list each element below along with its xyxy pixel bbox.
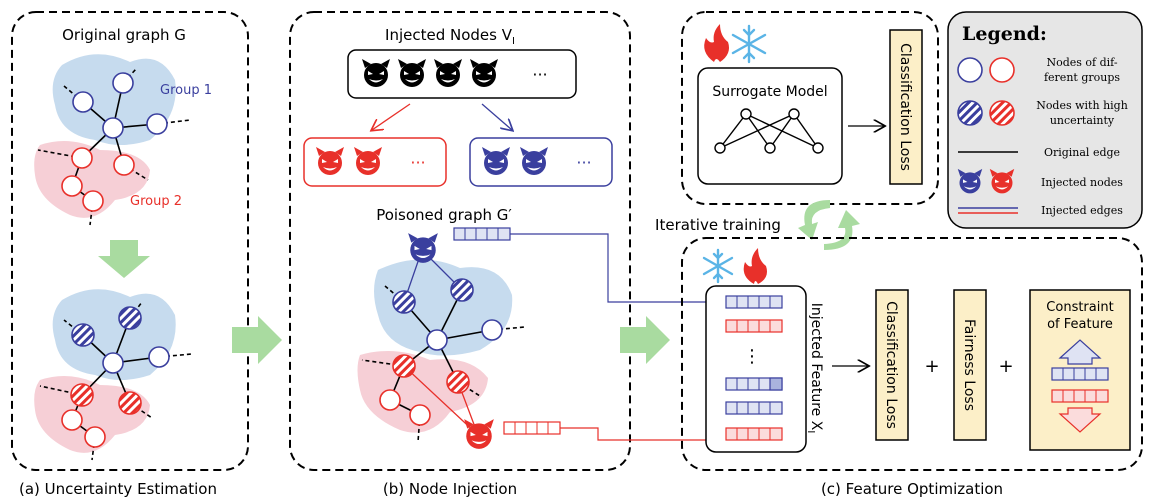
feature-row-blue-3 xyxy=(725,401,783,415)
legend-item-2-line1: Nodes with high xyxy=(1036,99,1128,112)
group2-region-bottom xyxy=(34,376,150,453)
feature-row-blue-1 xyxy=(725,295,783,309)
iterative-cycle-icon xyxy=(798,200,860,250)
group1-region-top xyxy=(52,54,176,145)
fire-icon xyxy=(704,24,729,62)
red-feature-link xyxy=(560,427,718,445)
down-arrow-icon xyxy=(98,240,150,278)
group1-region-bottom xyxy=(52,289,176,380)
injected-nodes-box xyxy=(347,49,577,99)
injected-nodes-ellipsis: ··· xyxy=(532,65,547,84)
original-graph-nodes xyxy=(61,72,168,212)
plus-2: + xyxy=(998,356,1013,377)
classification-loss-box xyxy=(875,289,909,441)
poisoned-group1-region xyxy=(374,259,513,356)
panel-a-frame xyxy=(11,11,249,471)
right-arrow-ab-icon xyxy=(232,316,282,364)
group1-label: Group 1 xyxy=(160,83,212,98)
legend-red-node-icon xyxy=(989,57,1015,83)
injected-feature-label: Injected Feature XI xyxy=(805,303,824,434)
snowflake-icon-2 xyxy=(702,248,734,284)
constraint-red-vector xyxy=(1051,389,1109,403)
classification-loss-label-top: Classification Loss xyxy=(897,43,913,171)
constraint-line1: Constraint xyxy=(1046,300,1113,315)
fire-icon-2 xyxy=(743,248,767,284)
constraint-down-arrow-icon xyxy=(1058,407,1102,433)
feature-row-red-2 xyxy=(725,427,783,441)
panel-b-caption: (b) Node Injection xyxy=(383,480,517,498)
classification-loss-box-top xyxy=(889,29,923,185)
red-ellipsis: ··· xyxy=(410,153,425,172)
classification-loss-label: Classification Loss xyxy=(883,301,899,429)
blue-feature-link xyxy=(510,233,718,307)
iterative-training-label: Iterative training xyxy=(655,216,781,234)
uncertainty-graph-nodes xyxy=(61,306,170,448)
plus-1: + xyxy=(924,356,939,377)
legend-item-1-line2: ferent groups xyxy=(1044,71,1120,84)
surrogate-model-label: Surrogate Model xyxy=(712,84,827,100)
constraint-line2: of Feature xyxy=(1047,317,1113,332)
poisoned-graph-nodes xyxy=(379,278,503,426)
surrogate-panel-frame xyxy=(681,11,939,205)
feature-row-blue-2 xyxy=(725,377,783,391)
panel-c-caption: (c) Feature Optimization xyxy=(821,480,1003,498)
blue-ellipsis: ··· xyxy=(576,153,591,172)
fairness-loss-label: Fairness Loss xyxy=(961,319,977,411)
legend-red-uncertain-icon xyxy=(989,100,1015,126)
blue-feature-vector-b xyxy=(453,227,511,241)
injected-feature-box xyxy=(705,285,807,453)
arrow-to-blue-group xyxy=(481,103,512,130)
red-injected-devil-icon xyxy=(464,419,494,449)
feature-row-red-1 xyxy=(725,319,783,333)
feature-opt-panel-frame xyxy=(681,237,1143,471)
red-feature-vector-b xyxy=(503,421,561,435)
constraint-up-arrow-icon xyxy=(1058,339,1102,365)
legend-item-2-line2: uncertainty xyxy=(1050,114,1115,127)
fairness-loss-box xyxy=(953,289,987,441)
constraint-blue-vector xyxy=(1051,367,1109,381)
snowflake-icon xyxy=(731,24,767,64)
legend-title: Legend: xyxy=(962,23,1047,45)
legend-blue-uncertain-icon xyxy=(957,100,983,126)
injected-nodes-title: Injected Nodes VI xyxy=(385,26,515,47)
legend-item-1-line1: Nodes of dif- xyxy=(1046,56,1117,69)
poisoned-graph-title: Poisoned graph G′ xyxy=(376,206,512,224)
legend-item-4: Injected nodes xyxy=(1041,176,1123,189)
arrow-to-red-group xyxy=(372,103,411,130)
legend-item-3: Original edge xyxy=(1044,146,1120,159)
panel-a-title: Original graph G xyxy=(62,26,186,44)
right-arrow-bc-icon xyxy=(620,316,670,364)
blue-injected-devil-icon xyxy=(408,233,438,263)
group2-label: Group 2 xyxy=(130,194,182,209)
panel-b-frame xyxy=(289,11,631,471)
feature-rows-dots: ⋮ xyxy=(743,346,761,367)
network-icon xyxy=(714,108,824,154)
legend-blue-node-icon xyxy=(957,57,983,83)
legend-item-5: Injected edges xyxy=(1041,204,1123,217)
panel-a-caption: (a) Uncertainty Estimation xyxy=(19,480,217,498)
